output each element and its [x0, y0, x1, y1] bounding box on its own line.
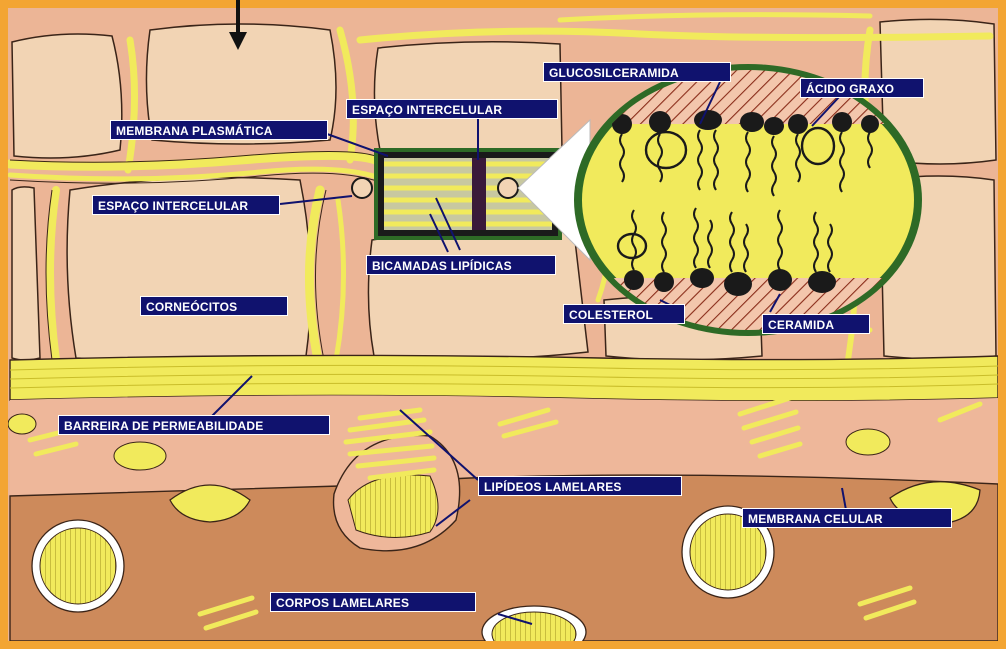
label-espaco-intercelular-top: ESPAÇO INTERCELULAR — [346, 99, 558, 119]
label-membrana-celular: MEMBRANA CELULAR — [742, 508, 952, 528]
label-glucosilceramida: GLUCOSILCERAMIDA — [543, 62, 731, 82]
label-ceramida: CERAMIDA — [762, 314, 870, 334]
corneocyte-cell — [374, 42, 562, 153]
label-espaco-intercelular-left: ESPAÇO INTERCELULAR — [92, 195, 280, 215]
label-membrana-plasmatica: MEMBRANA PLASMÁTICA — [110, 120, 328, 140]
label-corpos-lamelares: CORPOS LAMELARES — [270, 592, 476, 612]
label-acido-graxo: ÁCIDO GRAXO — [800, 78, 924, 98]
label-corneocitos: CORNEÓCITOS — [140, 296, 288, 316]
label-bicamadas-lipidicas: BICAMADAS LIPÍDICAS — [366, 255, 556, 275]
label-barreira-permeabilidade: BARREIRA DE PERMEABILIDADE — [58, 415, 330, 435]
label-lipideos-lamelares: LIPÍDEOS LAMELARES — [478, 476, 682, 496]
corneocyte-cell — [368, 230, 588, 359]
label-colesterol: COLESTEROL — [563, 304, 685, 324]
corneocyte-cell — [12, 34, 122, 158]
